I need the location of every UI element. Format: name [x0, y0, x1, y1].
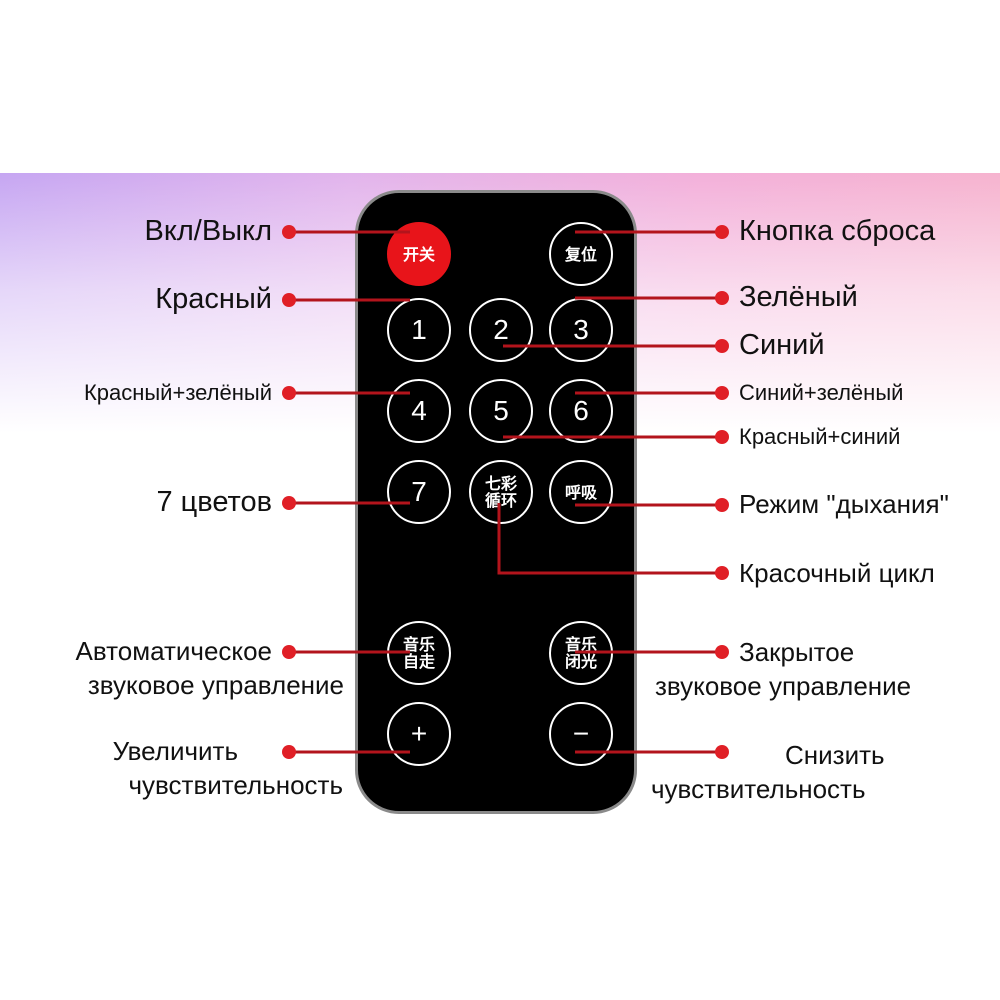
callout-dot	[282, 745, 296, 759]
callout-dot	[282, 496, 296, 510]
callout-dot	[282, 293, 296, 307]
label-increase-line2: чувствительность	[128, 770, 343, 800]
callout-dot	[282, 645, 296, 659]
callout-dot	[715, 745, 729, 759]
label-red-green: Красный+зелёный	[83, 380, 272, 405]
plus-button[interactable]: +	[387, 702, 451, 766]
callout-dot	[282, 225, 296, 239]
power-button[interactable]: 开关	[387, 222, 451, 286]
color-cycle-button[interactable]: 七彩 循环	[469, 460, 533, 524]
callout-dot	[282, 386, 296, 400]
callout-dot	[715, 430, 729, 444]
label-auto-sound-line2: звуковое управление	[87, 670, 344, 700]
button-2[interactable]: 2	[469, 298, 533, 362]
button-4[interactable]: 4	[387, 379, 451, 443]
button-5[interactable]: 5	[469, 379, 533, 443]
callout-dot	[715, 291, 729, 305]
label-decrease-line2: чувствительность	[651, 774, 866, 804]
label-red: Красный	[155, 283, 272, 315]
label-increase-line1: Увеличить	[112, 736, 238, 766]
music-off-button[interactable]: 音乐 闭光	[549, 621, 613, 685]
callout-dot	[715, 645, 729, 659]
callout-dot	[715, 386, 729, 400]
label-breath: Режим "дыхания"	[739, 489, 949, 519]
label-blue-green: Синий+зелёный	[739, 380, 904, 405]
label-blue: Синий	[739, 329, 825, 361]
callout-line-color-cycle	[497, 503, 722, 575]
breath-button[interactable]: 呼吸	[549, 460, 613, 524]
button-7[interactable]: 7	[387, 460, 451, 524]
label-seven-colors: 7 цветов	[156, 486, 272, 518]
label-green: Зелёный	[739, 281, 858, 313]
label-color-cycle: Красочный цикл	[739, 558, 935, 588]
label-auto-sound-line1: Автоматическое	[75, 636, 272, 666]
label-closed-sound-line2: звуковое управление	[655, 671, 912, 701]
button-6[interactable]: 6	[549, 379, 613, 443]
callout-dot	[715, 339, 729, 353]
callout-dot	[715, 498, 729, 512]
label-decrease-line1: Снизить	[785, 740, 885, 770]
reset-button[interactable]: 复位	[549, 222, 613, 286]
callout-dot	[715, 225, 729, 239]
button-1[interactable]: 1	[387, 298, 451, 362]
label-closed-sound-line1: Закрытое	[739, 637, 855, 667]
minus-button[interactable]: −	[549, 702, 613, 766]
label-power: Вкл/Выкл	[144, 215, 272, 247]
label-reset: Кнопка сброса	[739, 215, 936, 247]
label-red-blue: Красный+синий	[739, 424, 901, 449]
callout-dot	[715, 566, 729, 580]
